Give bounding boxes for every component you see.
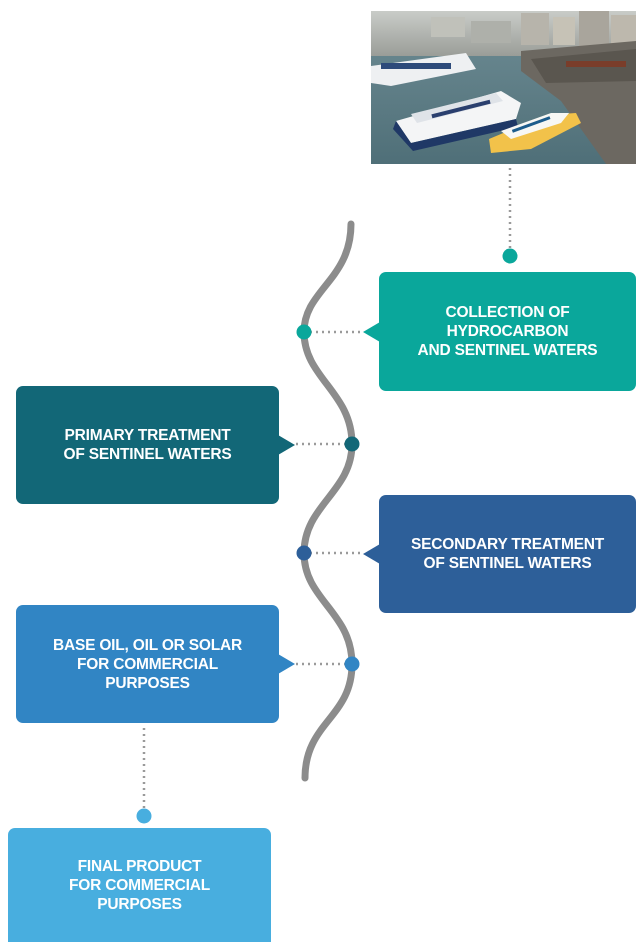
step-final-product-box: FINAL PRODUCT FOR COMMERCIAL PURPOSES — [8, 828, 271, 942]
final-dot — [136, 808, 152, 824]
step-primary-treatment-box: PRIMARY TREATMENT OF SENTINEL WATERS — [16, 386, 279, 504]
step-base-oil-label: BASE OIL, OIL OR SOLAR FOR COMMERCIAL PU… — [52, 636, 243, 692]
step-collection-box: COLLECTION OF HYDROCARBON AND SENTINEL W… — [379, 272, 636, 391]
wavy-timeline — [300, 220, 356, 782]
step-primary-treatment-label: PRIMARY TREATMENT OF SENTINEL WATERS — [63, 427, 232, 463]
step-collection-label: COLLECTION OF HYDROCARBON AND SENTINEL W… — [417, 304, 598, 359]
step-final-product-label: FINAL PRODUCT FOR COMMERCIAL PURPOSES — [69, 857, 210, 913]
photo-dot — [502, 248, 518, 264]
primary-dot — [344, 436, 360, 452]
collection-dot — [296, 324, 312, 340]
base-oil-dot — [344, 656, 360, 672]
step-base-oil-box: BASE OIL, OIL OR SOLAR FOR COMMERCIAL PU… — [16, 605, 279, 723]
step-secondary-treatment-label: SECONDARY TREATMENT OF SENTINEL WATERS — [410, 536, 605, 572]
secondary-dot — [296, 545, 312, 561]
ferries-in-harbor-photo — [371, 11, 636, 164]
step-secondary-treatment-box: SECONDARY TREATMENT OF SENTINEL WATERS — [379, 495, 636, 613]
